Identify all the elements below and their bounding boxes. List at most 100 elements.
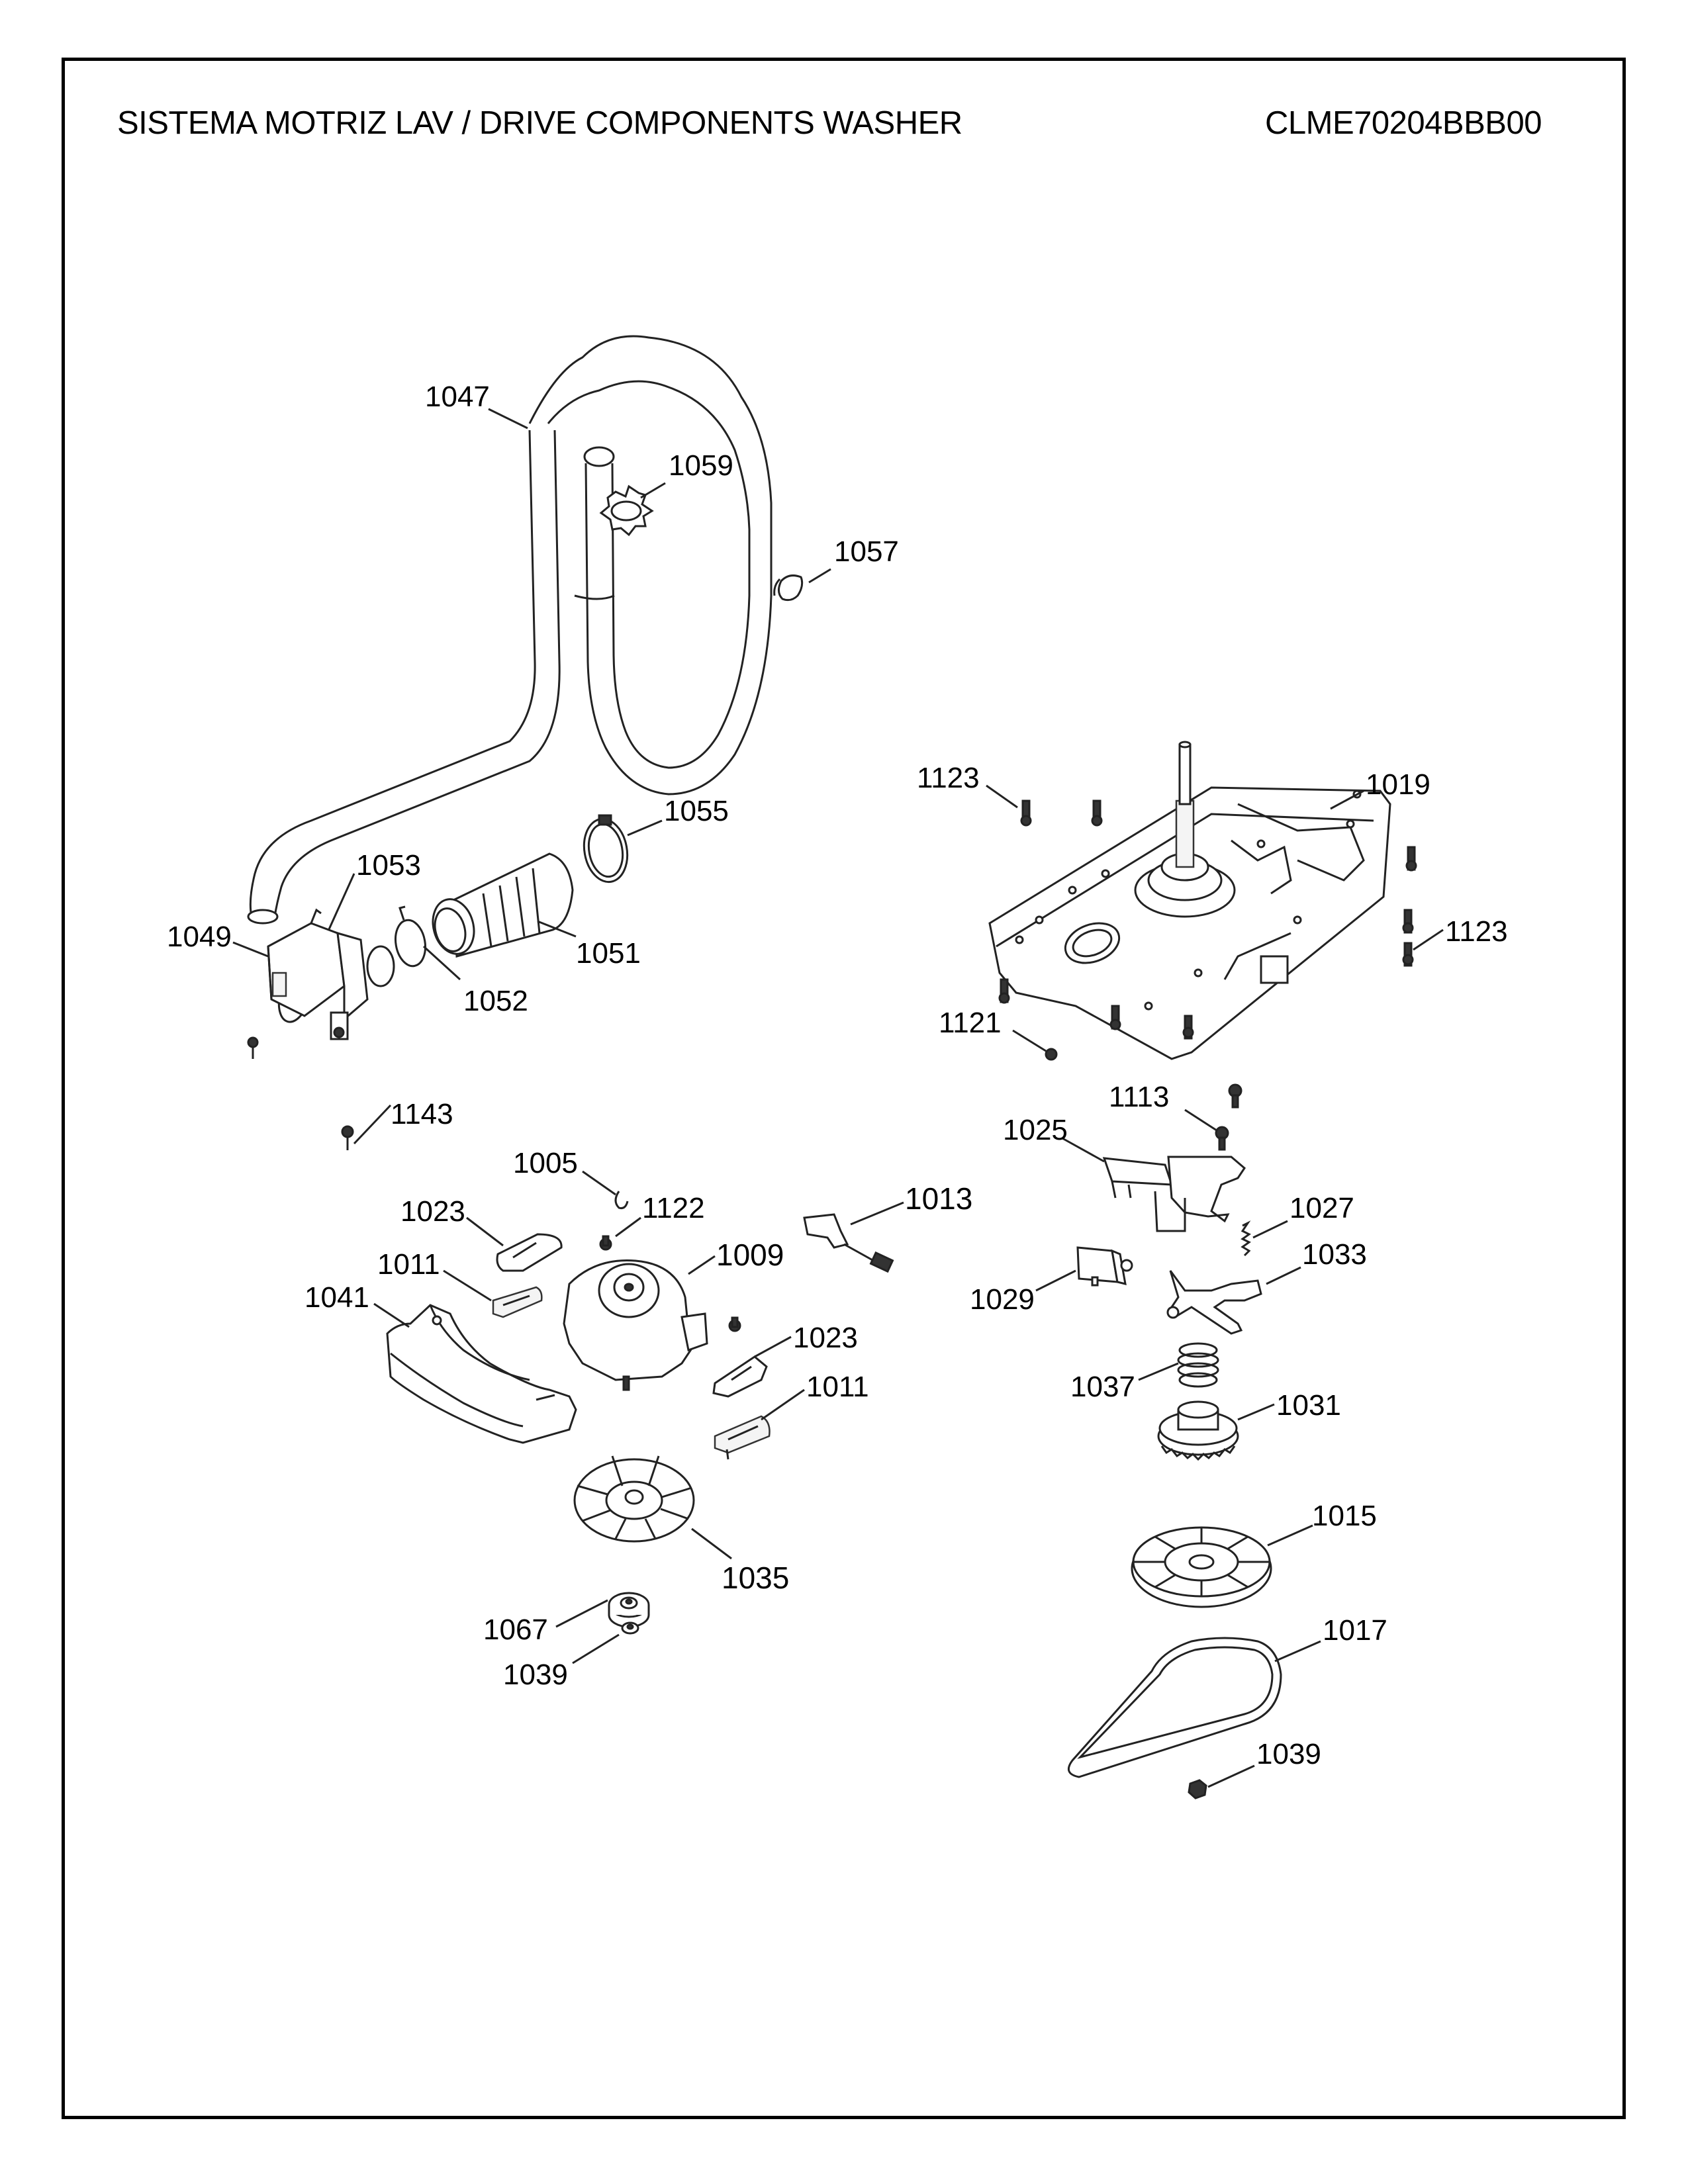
leader-1037 — [1138, 1362, 1179, 1381]
leader-1023-lower — [754, 1336, 792, 1358]
label-1009[interactable]: 1009 — [716, 1238, 784, 1272]
leader-1057 — [808, 568, 831, 584]
part-drain-hose[interactable] — [247, 335, 773, 925]
leader-1035 — [691, 1527, 732, 1560]
plate-holes — [1015, 790, 1362, 1011]
part-screws-1123[interactable] — [998, 799, 1417, 1040]
label-1057[interactable]: 1057 — [834, 535, 899, 568]
part-hose-clamp-1055[interactable] — [579, 814, 632, 886]
part-motor-cover[interactable] — [386, 1304, 577, 1444]
label-1023-lower[interactable]: 1023 — [793, 1322, 858, 1354]
label-1011-upper[interactable]: 1011 — [377, 1248, 440, 1281]
part-shifter-bracket[interactable] — [1102, 1156, 1246, 1232]
label-1023-upper[interactable]: 1023 — [400, 1195, 465, 1228]
part-drive-motor[interactable] — [563, 1259, 708, 1391]
label-1011-lower[interactable]: 1011 — [806, 1371, 869, 1403]
leader-1033 — [1266, 1266, 1301, 1285]
screw-pump-left — [247, 1036, 259, 1059]
label-1039-right[interactable]: 1039 — [1256, 1738, 1321, 1770]
leader-1051 — [537, 920, 577, 938]
label-1005[interactable]: 1005 — [513, 1147, 578, 1179]
part-clutch-gear[interactable] — [1157, 1400, 1239, 1461]
part-motor-pad-upper[interactable] — [496, 1233, 563, 1272]
label-1059[interactable]: 1059 — [669, 449, 733, 482]
model-number: CLME70204BBB00 — [1265, 105, 1542, 141]
part-screws-1122[interactable] — [599, 1235, 741, 1332]
leader-1049 — [232, 941, 269, 958]
leader-1029 — [1035, 1269, 1076, 1292]
part-motor-fan[interactable] — [573, 1455, 695, 1543]
part-motor-pulley[interactable] — [608, 1592, 650, 1628]
part-bolts-1113[interactable] — [1215, 1083, 1243, 1151]
part-hose-clamp-small[interactable] — [773, 574, 804, 602]
label-1143[interactable]: 1143 — [391, 1098, 453, 1130]
label-1123-top[interactable]: 1123 — [917, 762, 980, 794]
part-drain-pump[interactable] — [267, 908, 395, 1040]
leader-1113 — [1184, 1109, 1217, 1132]
label-1067[interactable]: 1067 — [483, 1614, 548, 1646]
part-nut-left[interactable] — [621, 1621, 639, 1635]
part-bellows-hose[interactable] — [427, 852, 574, 958]
leader-1005 — [582, 1170, 616, 1196]
label-1041[interactable]: 1041 — [305, 1281, 369, 1314]
part-drive-belt[interactable] — [1067, 1637, 1282, 1778]
label-1015[interactable]: 1015 — [1312, 1500, 1377, 1532]
label-1017[interactable]: 1017 — [1323, 1614, 1387, 1647]
label-1037[interactable]: 1037 — [1070, 1371, 1135, 1403]
part-shift-fork[interactable] — [1166, 1270, 1262, 1335]
leader-1143 — [353, 1104, 392, 1145]
part-transmission-base-plate[interactable] — [988, 741, 1391, 1060]
part-spring-1037[interactable] — [1177, 1342, 1219, 1388]
leader-1123-right — [1413, 929, 1444, 951]
part-screw-1121[interactable] — [1045, 1048, 1058, 1061]
label-1039-left[interactable]: 1039 — [503, 1659, 568, 1691]
label-1122[interactable]: 1122 — [642, 1192, 705, 1224]
label-1033[interactable]: 1033 — [1302, 1238, 1367, 1271]
page-border — [62, 58, 1626, 2119]
label-1027[interactable]: 1027 — [1289, 1192, 1354, 1224]
leader-1122 — [615, 1216, 641, 1238]
leader-1047 — [488, 408, 528, 430]
leader-1015 — [1267, 1524, 1313, 1547]
label-1123-right[interactable]: 1123 — [1445, 915, 1508, 948]
label-1047[interactable]: 1047 — [425, 381, 490, 413]
label-1025[interactable]: 1025 — [1003, 1114, 1068, 1146]
leader-1067 — [555, 1599, 608, 1628]
part-clip-1005[interactable] — [614, 1191, 629, 1209]
label-1029[interactable]: 1029 — [970, 1283, 1035, 1316]
leader-1023-upper — [466, 1216, 504, 1247]
label-1019[interactable]: 1019 — [1366, 768, 1430, 801]
part-hose-clamp-1052[interactable] — [392, 905, 428, 968]
part-drive-pulley[interactable] — [1131, 1526, 1272, 1608]
label-1055[interactable]: 1055 — [664, 795, 729, 827]
part-wire-harness[interactable] — [803, 1213, 894, 1273]
label-1013[interactable]: 1013 — [905, 1181, 972, 1216]
diagram-title: SISTEMA MOTRIZ LAV / DRIVE COMPONENTS WA… — [117, 105, 962, 141]
label-1031[interactable]: 1031 — [1276, 1389, 1341, 1422]
leader-1019 — [1330, 790, 1364, 810]
part-screw-1143[interactable] — [341, 1125, 354, 1150]
leader-1055 — [627, 819, 663, 837]
label-1035[interactable]: 1035 — [722, 1561, 789, 1595]
part-hose-clip-star[interactable] — [599, 484, 654, 537]
part-nut-right[interactable] — [1188, 1779, 1207, 1799]
leader-1059 — [640, 482, 666, 499]
label-1049[interactable]: 1049 — [167, 921, 232, 953]
label-1052[interactable]: 1052 — [463, 985, 528, 1017]
leader-1031 — [1237, 1403, 1275, 1421]
part-shift-actuator[interactable] — [1076, 1246, 1133, 1287]
label-1051[interactable]: 1051 — [576, 937, 641, 970]
label-1053[interactable]: 1053 — [356, 849, 421, 882]
part-spring-1027[interactable] — [1241, 1220, 1251, 1257]
label-1121[interactable]: 1121 — [939, 1007, 1002, 1039]
leader-1039-right — [1207, 1764, 1255, 1788]
leader-1025 — [1062, 1137, 1105, 1163]
part-motor-pad-lower[interactable] — [712, 1355, 768, 1398]
leader-1013 — [850, 1201, 904, 1226]
leader-1123-top — [986, 784, 1018, 809]
part-motor-bracket-upper[interactable] — [492, 1286, 543, 1318]
leader-1121 — [1012, 1029, 1047, 1052]
part-motor-bracket-lower[interactable] — [714, 1415, 771, 1460]
label-1113[interactable]: 1113 — [1109, 1081, 1169, 1113]
